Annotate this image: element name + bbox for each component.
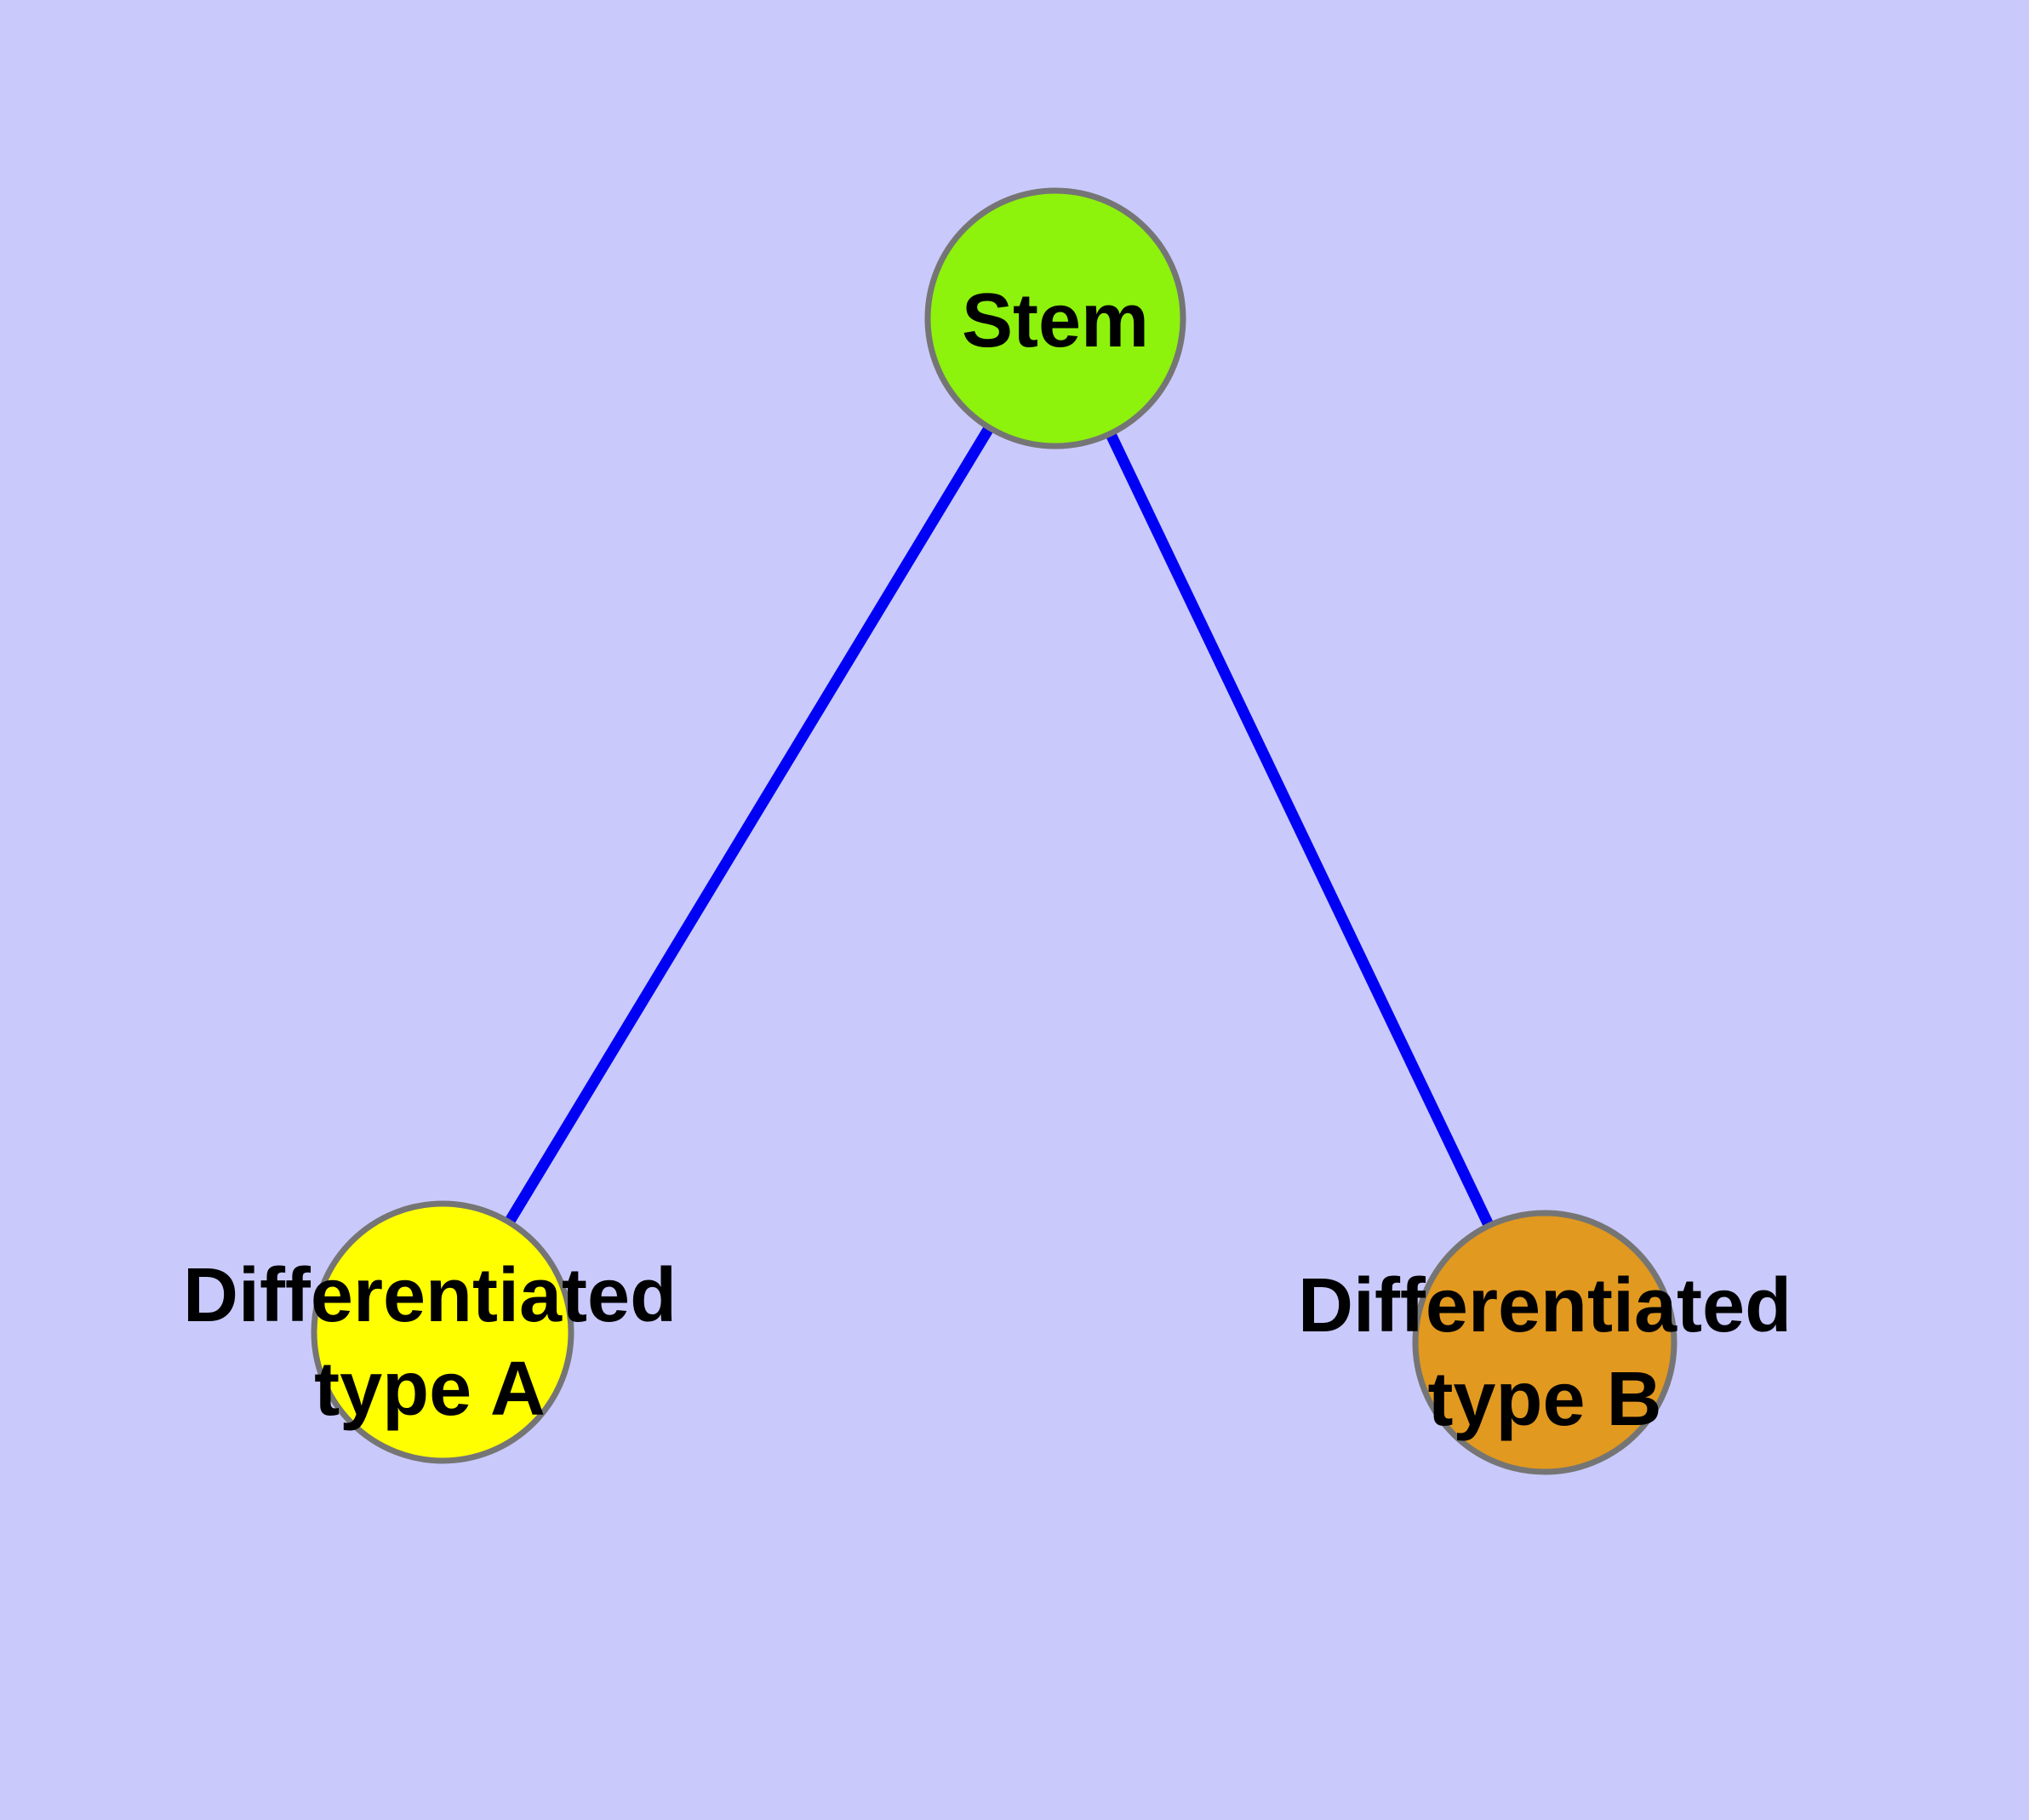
- edge-stem-to-type-a: [437, 315, 1060, 1336]
- edge-stem-to-type-b: [1050, 316, 1550, 1345]
- node-differentiated-type-b: [1412, 1210, 1677, 1475]
- node-stem: [924, 187, 1186, 449]
- node-differentiated-type-a: [311, 1200, 574, 1464]
